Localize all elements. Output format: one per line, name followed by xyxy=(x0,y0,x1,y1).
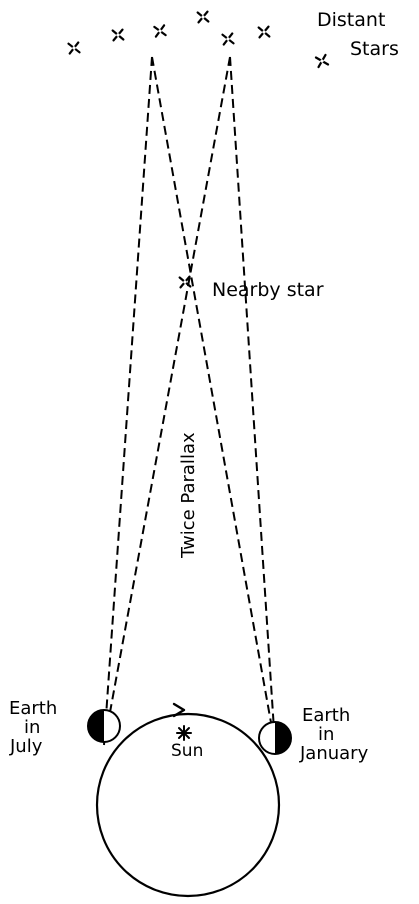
earth-january-label-line3: January xyxy=(299,743,369,764)
sight-lines xyxy=(104,57,275,745)
sight-line-january-right xyxy=(230,57,275,745)
nearby-star-label: Nearby star xyxy=(212,279,324,301)
earth-july-label-line2: in xyxy=(24,717,40,738)
sun-label: Sun xyxy=(171,741,203,761)
earth-january xyxy=(259,722,291,754)
distant-star-icon xyxy=(312,51,331,70)
earth-january-label-line2: in xyxy=(318,724,334,745)
distant-star-icon xyxy=(254,22,274,42)
distant-stars xyxy=(64,7,331,70)
distant-star-icon xyxy=(218,29,238,49)
earth-july-label-line3: July xyxy=(9,736,43,757)
earth-january-label-line1: Earth xyxy=(302,705,350,726)
distant-star-icon xyxy=(193,7,213,27)
distant-star-icon xyxy=(108,25,128,45)
sight-line-january-left xyxy=(152,57,275,745)
sun-icon xyxy=(177,726,191,740)
distant-star-icon xyxy=(150,21,170,41)
sight-line-july-right xyxy=(104,57,230,745)
distant-stars-label-line2: Stars xyxy=(350,38,399,60)
earth-july xyxy=(88,710,120,742)
sight-line-july-left xyxy=(104,57,152,745)
distant-star-icon xyxy=(64,38,84,58)
earth-july-label-line1: Earth xyxy=(9,698,57,719)
twice-parallax-label: Twice Parallax xyxy=(178,432,199,559)
distant-stars-label-line1: Distant xyxy=(317,9,385,31)
